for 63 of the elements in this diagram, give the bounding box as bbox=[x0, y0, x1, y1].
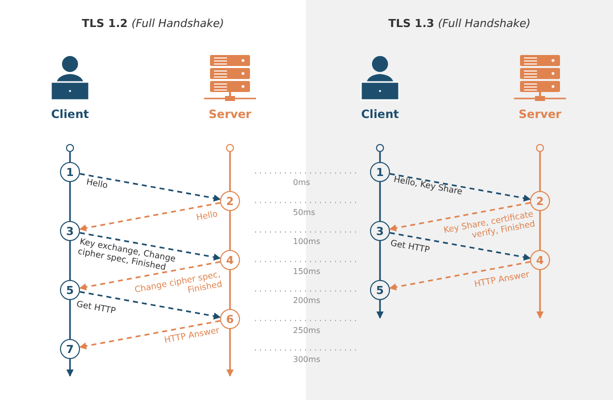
message-arrow bbox=[79, 261, 220, 290]
step-marker: 2 bbox=[220, 191, 240, 211]
actor-label: Client bbox=[360, 107, 400, 121]
lifeline bbox=[69, 152, 71, 162]
time-label: 300ms bbox=[293, 355, 320, 364]
panel-title: TLS 1.2 (Full Handshake) bbox=[80, 17, 226, 30]
lifeline bbox=[379, 241, 381, 280]
lifeline bbox=[229, 211, 231, 250]
edge-label: HTTP Answer bbox=[472, 270, 530, 292]
step-marker: 2 bbox=[530, 191, 550, 211]
lifeline bbox=[379, 182, 381, 221]
lifeline-start-circle bbox=[226, 144, 234, 152]
edge-label: Get HTTP bbox=[390, 238, 432, 258]
step-marker: 4 bbox=[220, 250, 240, 270]
actor-label: Server bbox=[518, 107, 562, 121]
lifeline-arrow bbox=[376, 300, 384, 319]
edge-label: Hello bbox=[194, 209, 219, 226]
message-arrow bbox=[390, 232, 531, 261]
message-arrow bbox=[389, 261, 530, 290]
step-marker: 6 bbox=[220, 309, 240, 329]
edge-label: Get HTTP bbox=[76, 300, 118, 319]
lifeline-start-circle bbox=[536, 144, 544, 152]
lifeline-start-circle bbox=[376, 144, 384, 152]
step-marker: 1 bbox=[60, 162, 80, 182]
lifeline bbox=[539, 152, 541, 191]
message-arrow bbox=[389, 202, 530, 232]
message-arrow bbox=[79, 202, 220, 232]
edge-label: Key Share, certificate verify, Finished bbox=[441, 210, 536, 243]
time-label: 250ms bbox=[293, 326, 320, 334]
lifeline bbox=[69, 182, 71, 221]
lifeline bbox=[69, 241, 71, 280]
time-label: 150ms bbox=[293, 266, 320, 276]
lifeline bbox=[229, 152, 231, 191]
lifeline-arrow bbox=[536, 270, 544, 319]
step-marker: 4 bbox=[530, 250, 550, 270]
edge-label: Hello, Key Share bbox=[392, 174, 464, 200]
actor-label: Server bbox=[208, 107, 252, 121]
time-label: 50ms bbox=[293, 208, 316, 216]
step-marker: 5 bbox=[60, 280, 80, 300]
edge-label: HTTP Answer bbox=[162, 326, 220, 348]
step-marker: 7 bbox=[60, 339, 80, 359]
step-marker: 1 bbox=[370, 162, 390, 182]
message-arrow bbox=[80, 173, 221, 202]
lifeline-arrow bbox=[66, 359, 74, 377]
message-arrow bbox=[80, 291, 221, 320]
step-marker: 5 bbox=[370, 280, 390, 300]
message-arrow bbox=[79, 320, 220, 350]
panel-title: TLS 1.3 (Full Handshake) bbox=[387, 17, 532, 30]
message-arrow bbox=[390, 173, 531, 202]
lifeline bbox=[539, 211, 541, 250]
lifeline-start-circle bbox=[66, 144, 74, 152]
time-label: 200ms bbox=[293, 296, 320, 305]
time-label: 100ms bbox=[293, 237, 320, 246]
lifeline bbox=[379, 152, 381, 162]
step-marker: 3 bbox=[60, 221, 80, 241]
edge-label: Hello bbox=[85, 177, 110, 194]
step-marker: 3 bbox=[370, 221, 390, 241]
message-arrow bbox=[80, 232, 221, 261]
actor-label: Client bbox=[50, 107, 90, 121]
lifeline-arrow bbox=[226, 329, 234, 377]
time-label: 0ms bbox=[293, 178, 310, 187]
lifeline bbox=[229, 270, 231, 309]
lifeline bbox=[69, 300, 71, 339]
